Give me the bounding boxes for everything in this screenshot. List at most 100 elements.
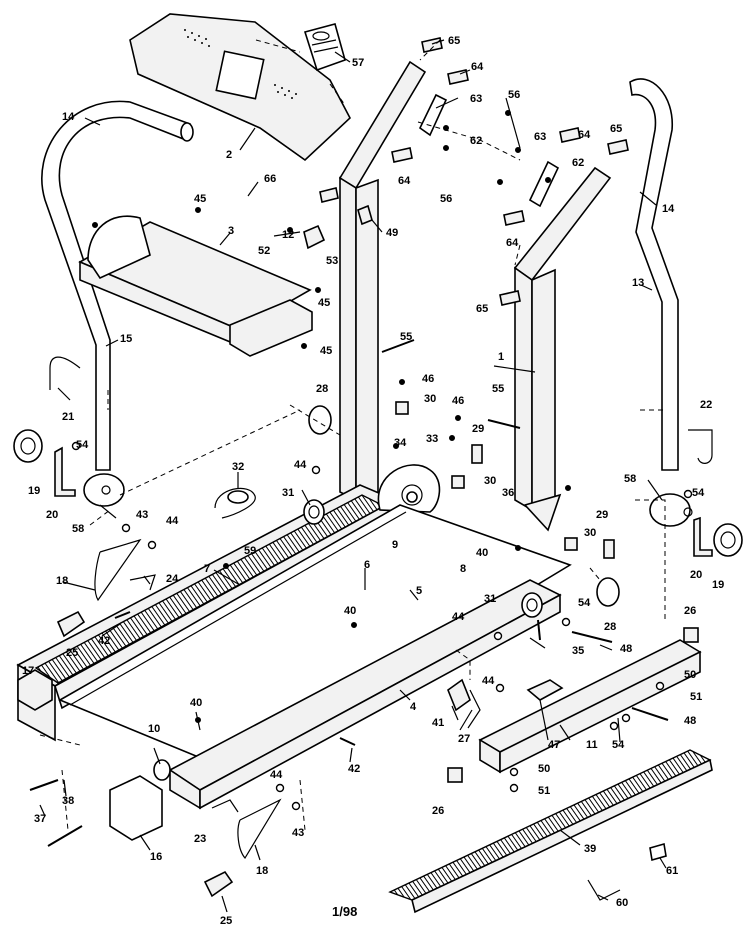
label-21: 21 bbox=[62, 411, 74, 423]
label-63: 63 bbox=[470, 93, 482, 105]
label-24: 24 bbox=[166, 573, 179, 585]
pad-47 bbox=[526, 679, 564, 701]
label-48-a: 48 bbox=[620, 643, 632, 655]
label-30-b: 30 bbox=[484, 475, 496, 487]
foot-pad-25-lower bbox=[203, 870, 234, 898]
label-61: 61 bbox=[666, 865, 678, 877]
shield-18-upper bbox=[94, 538, 142, 602]
label-41: 41 bbox=[432, 717, 444, 729]
label-37: 37 bbox=[34, 813, 46, 825]
label-22: 22 bbox=[700, 399, 712, 411]
label-62: 62 bbox=[470, 135, 482, 147]
flywheel-31-upper bbox=[303, 499, 325, 525]
label-36: 36 bbox=[502, 487, 514, 499]
right-handrail bbox=[629, 78, 693, 527]
label-19-left: 19 bbox=[28, 485, 40, 497]
shield-18-lower bbox=[237, 798, 282, 860]
label-56-b: 56 bbox=[440, 193, 452, 205]
bracket-20-left bbox=[54, 446, 76, 497]
label-7: 7 bbox=[204, 563, 210, 575]
leveling-foot-26-lower bbox=[447, 767, 463, 783]
label-42-b: 42 bbox=[348, 763, 360, 775]
label-55-a: 55 bbox=[400, 331, 412, 343]
label-40-b: 40 bbox=[344, 605, 356, 617]
label-23: 23 bbox=[194, 833, 206, 845]
left-upright bbox=[338, 60, 427, 507]
footer-date: 1/98 bbox=[332, 904, 357, 919]
latch-21 bbox=[49, 356, 81, 390]
latch-24 bbox=[129, 574, 156, 591]
end-cap-17 bbox=[17, 669, 53, 711]
label-52: 52 bbox=[258, 245, 270, 257]
label-3: 3 bbox=[228, 225, 234, 237]
label-64-c: 64 bbox=[398, 175, 411, 187]
label-2: 2 bbox=[226, 149, 232, 161]
label-4: 4 bbox=[410, 701, 417, 713]
label-31-a: 31 bbox=[282, 487, 294, 499]
latch-22 bbox=[688, 429, 713, 464]
label-16: 16 bbox=[150, 851, 162, 863]
label-64: 64 bbox=[471, 61, 484, 73]
label-43-b: 43 bbox=[292, 827, 304, 839]
part-number-labels: 65 57 64 63 56 62 2 14 66 45 3 12 52 53 … bbox=[22, 35, 724, 927]
label-20-left: 20 bbox=[46, 509, 58, 521]
spacer-29-lower bbox=[603, 539, 615, 559]
walking-belt bbox=[58, 504, 572, 771]
knob-19-left bbox=[13, 429, 43, 463]
motor-hood bbox=[129, 13, 351, 162]
label-33: 33 bbox=[426, 433, 438, 445]
label-54-d: 54 bbox=[612, 739, 625, 751]
label-18-a: 18 bbox=[56, 575, 68, 587]
label-55-b: 55 bbox=[492, 383, 504, 395]
label-54-b: 54 bbox=[692, 487, 705, 499]
label-20-right: 20 bbox=[690, 569, 702, 581]
label-44-a: 44 bbox=[294, 459, 307, 471]
label-58-left: 58 bbox=[72, 523, 84, 535]
fasteners bbox=[29, 110, 693, 847]
motor-mount-12 bbox=[303, 224, 326, 250]
label-8-a: 8 bbox=[460, 563, 466, 575]
label-30-c: 30 bbox=[584, 527, 596, 539]
label-51-b: 51 bbox=[538, 785, 550, 797]
knob-19-right bbox=[713, 523, 743, 557]
right-side-rail bbox=[153, 579, 562, 810]
label-34: 34 bbox=[394, 437, 407, 449]
label-25-a: 25 bbox=[66, 647, 78, 659]
label-30-a: 30 bbox=[424, 393, 436, 405]
latch-23 bbox=[211, 799, 239, 813]
label-63-b: 63 bbox=[534, 131, 546, 143]
flywheel-31-lower bbox=[521, 592, 543, 618]
front-roller-pulley bbox=[377, 464, 441, 513]
label-26-b: 26 bbox=[432, 805, 444, 817]
label-50-a: 50 bbox=[684, 669, 696, 681]
label-12: 12 bbox=[282, 229, 294, 241]
label-27: 27 bbox=[458, 733, 470, 745]
label-14-right: 14 bbox=[662, 203, 675, 215]
label-54-c: 54 bbox=[578, 597, 591, 609]
label-50-b: 50 bbox=[538, 763, 550, 775]
label-45-c: 45 bbox=[320, 345, 332, 357]
label-28-a: 28 bbox=[316, 383, 328, 395]
label-51-a: 51 bbox=[690, 691, 702, 703]
label-64-d: 64 bbox=[506, 237, 519, 249]
label-49: 49 bbox=[386, 227, 398, 239]
frame-crossmember bbox=[478, 639, 702, 774]
label-19-right: 19 bbox=[712, 579, 724, 591]
label-1: 1 bbox=[498, 351, 504, 363]
bracket-20-right bbox=[693, 516, 713, 557]
label-10: 10 bbox=[148, 723, 160, 735]
allen-wrench-60 bbox=[587, 879, 621, 901]
label-29-a: 29 bbox=[472, 423, 484, 435]
label-44-d: 44 bbox=[482, 675, 495, 687]
label-17: 17 bbox=[22, 665, 34, 677]
label-60: 60 bbox=[616, 897, 628, 909]
label-47: 47 bbox=[548, 739, 560, 751]
label-64-b: 64 bbox=[578, 129, 591, 141]
label-43-a: 43 bbox=[136, 509, 148, 521]
label-46-b: 46 bbox=[452, 395, 464, 407]
tag-61 bbox=[649, 842, 667, 862]
upper-brackets bbox=[319, 37, 629, 306]
pulley-28-lower bbox=[596, 577, 620, 607]
label-56: 56 bbox=[508, 89, 520, 101]
